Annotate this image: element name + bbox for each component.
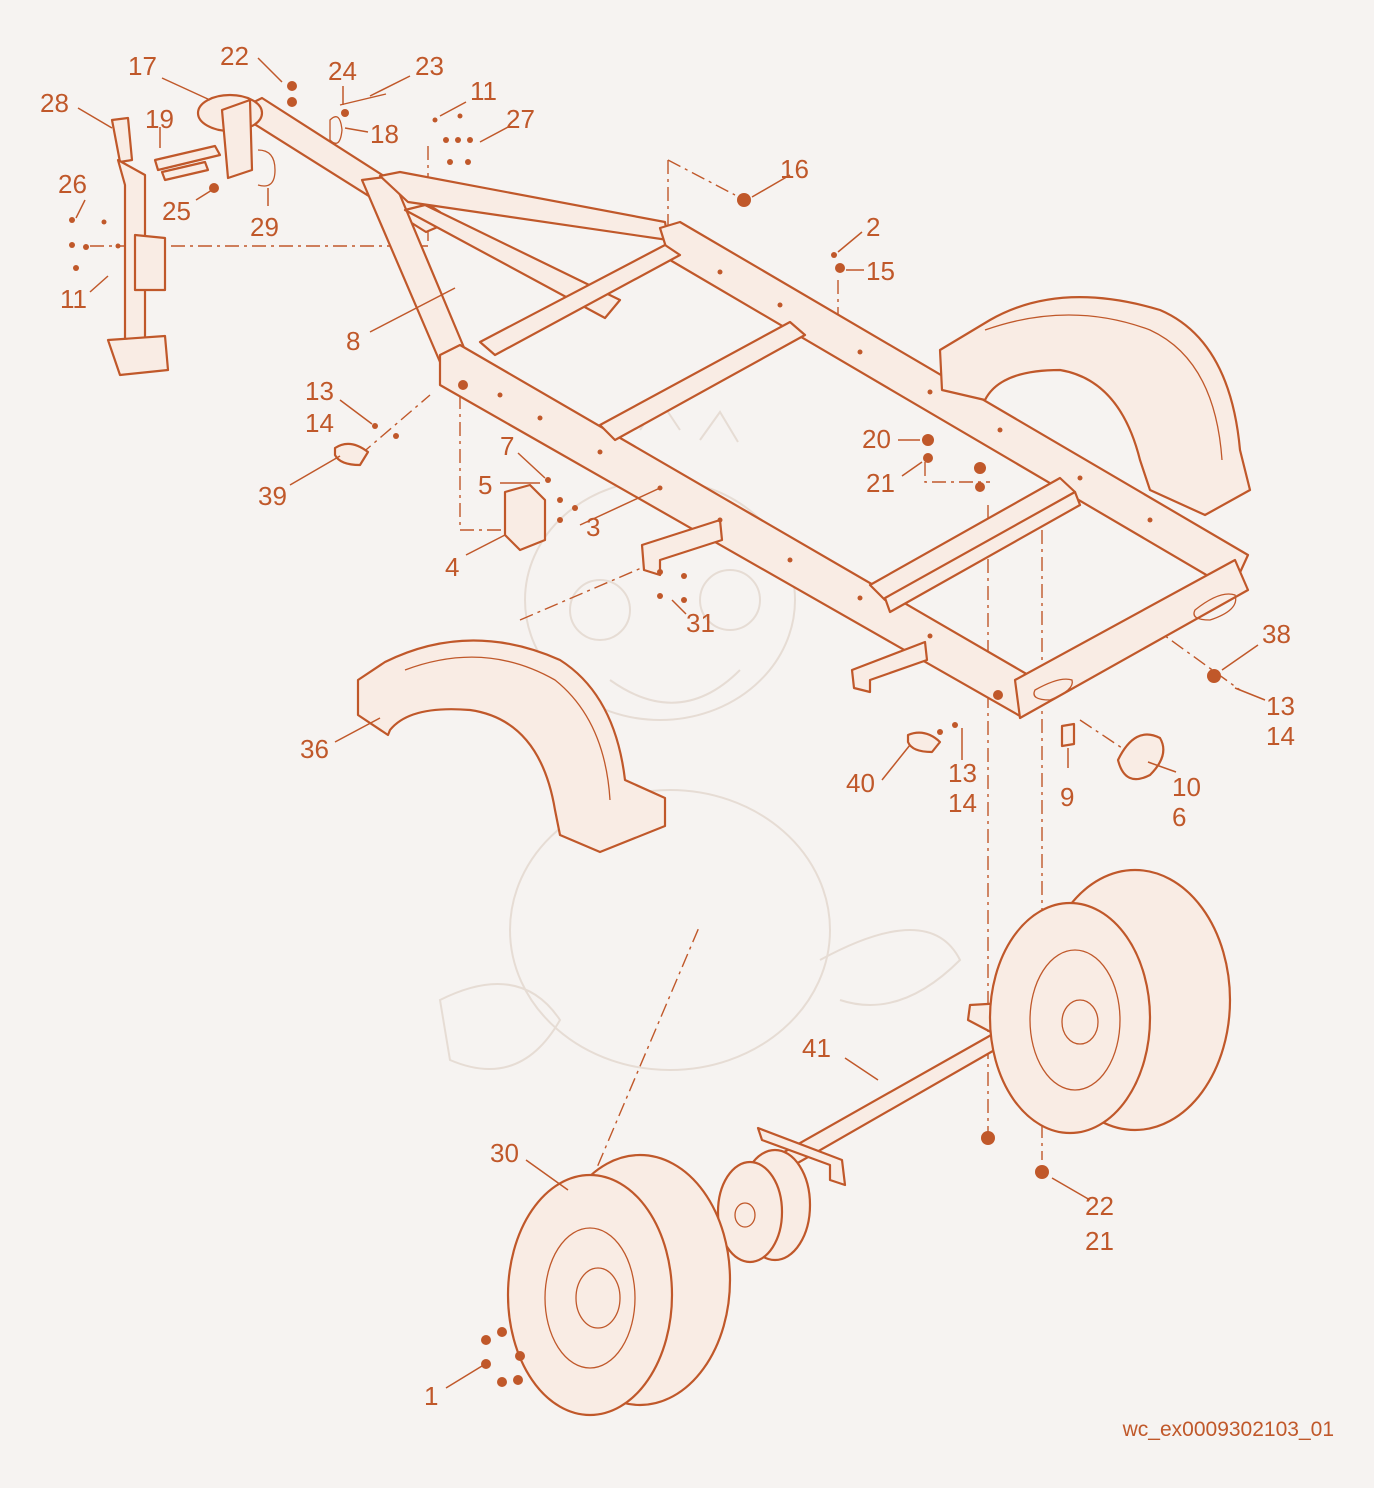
callout-5: 5 (478, 470, 492, 500)
callout-22-axle: 22 (1085, 1191, 1114, 1221)
callouts: 22 17 28 19 24 23 18 11 27 26 25 29 11 1… (40, 41, 1295, 1411)
callout-16: 16 (780, 154, 809, 184)
callout-2: 2 (866, 212, 880, 242)
callout-29: 29 (250, 212, 279, 242)
callout-17: 17 (128, 51, 157, 81)
wheel-right (988, 868, 1232, 1135)
callout-24: 24 (328, 56, 357, 86)
callout-13-rear: 13 (948, 758, 977, 788)
leader-lines (75, 57, 1266, 1389)
callout-15: 15 (866, 256, 895, 286)
callout-26: 26 (58, 169, 87, 199)
callout-19: 19 (145, 104, 174, 134)
callout-4: 4 (445, 552, 459, 582)
callout-8: 8 (346, 326, 360, 356)
callout-14-side: 14 (1266, 721, 1295, 751)
callout-11: 11 (470, 76, 497, 106)
callout-1: 1 (424, 1381, 438, 1411)
callout-36: 36 (300, 734, 329, 764)
callout-14-rear: 14 (948, 788, 977, 818)
callout-10: 10 (1172, 772, 1201, 802)
trailer-frame (246, 96, 1250, 720)
callout-31: 31 (686, 608, 715, 638)
callout-13-side: 13 (1266, 691, 1295, 721)
callout-23: 23 (415, 51, 444, 81)
callout-25: 25 (162, 196, 191, 226)
callout-7: 7 (500, 431, 514, 461)
callout-28: 28 (40, 88, 69, 118)
callout-3: 3 (586, 512, 600, 542)
callout-14-front: 14 (305, 408, 334, 438)
callout-20: 20 (862, 424, 891, 454)
hub-drum (716, 1148, 812, 1264)
callout-9: 9 (1060, 782, 1074, 812)
wheel-30 (506, 1153, 732, 1417)
hardware (69, 81, 1221, 1179)
callout-30: 30 (490, 1138, 519, 1168)
coupler-assembly (153, 93, 387, 187)
callout-41: 41 (802, 1033, 831, 1063)
callout-39: 39 (258, 481, 287, 511)
callout-13-front: 13 (305, 376, 334, 406)
callout-27: 27 (506, 104, 535, 134)
callout-21-axle: 21 (1085, 1226, 1114, 1256)
callout-18: 18 (370, 119, 399, 149)
fender-right (938, 296, 1252, 517)
jack-stand-28 (106, 116, 170, 377)
callout-40: 40 (846, 768, 875, 798)
callout-21: 21 (866, 468, 895, 498)
callout-6: 6 (1172, 802, 1186, 832)
callout-11-jack: 11 (60, 284, 87, 314)
callout-22: 22 (220, 41, 249, 71)
callout-38: 38 (1262, 619, 1291, 649)
lug-nuts-1 (481, 1327, 525, 1387)
image-reference-code: wc_ex0009302103_01 (1122, 1418, 1334, 1441)
fender-36 (356, 639, 667, 854)
